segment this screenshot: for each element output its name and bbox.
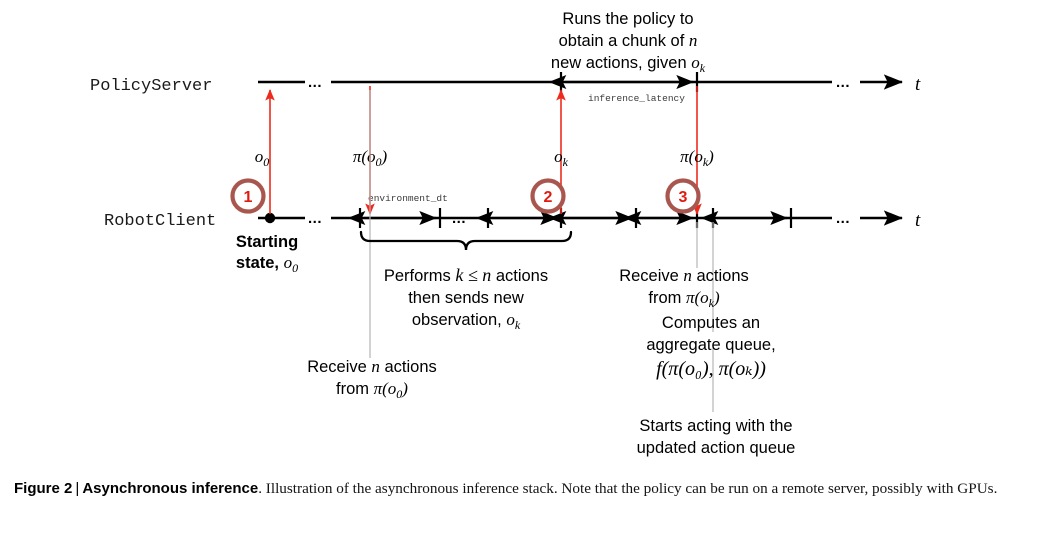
starting-state-dot xyxy=(264,212,276,224)
note-receive-pi-o0-line2: from π(o0) xyxy=(336,379,408,401)
top-annotation-line1: Runs the policy to xyxy=(562,10,693,28)
note-performs-actions: Performs k ≤ n actions then sends new ob… xyxy=(384,265,548,332)
robot-timeline-ellipsis-right: ... xyxy=(836,210,850,227)
robot-timeline-ellipsis-left: ... xyxy=(308,210,322,227)
step-badge-3-number: 3 xyxy=(679,189,688,206)
step-badge-2-number: 2 xyxy=(544,189,553,206)
note-receive-pi-o0-line1: Receive n actions xyxy=(307,357,437,376)
note-receive-pi-o0: Receive n actions from π(o0) xyxy=(307,357,437,401)
lane-label-policy-server: PolicyServer xyxy=(90,77,212,96)
note-receive-pi-ok-formula: f(π(o₀), π(oₖ)) xyxy=(656,358,766,380)
figure-caption: Figure 2|Asynchronous inference. Illustr… xyxy=(14,478,1028,501)
note-performs-actions-line3: observation, ok xyxy=(412,310,521,332)
top-annotation-line3-sub: k xyxy=(700,61,706,75)
environment-dt-ticks: ... xyxy=(347,208,793,228)
note-starting-state: Starting state, o0 xyxy=(236,233,298,275)
policy-server-timeline: ... ... t inference_latency xyxy=(258,72,921,104)
top-annotation-runs-policy: Runs the policy to obtain a chunk of n n… xyxy=(551,10,706,75)
async-inference-diagram: PolicyServer RobotClient ... ... t infer… xyxy=(90,10,921,457)
step-badge-3[interactable]: 3 xyxy=(665,178,701,214)
caption-body: . Illustration of the asynchronous infer… xyxy=(258,480,998,497)
note-starts-acting-line2: updated action queue xyxy=(637,439,796,457)
note-performs-actions-line1: Performs k ≤ n actions xyxy=(384,265,548,285)
message-arrow-o0: o0 xyxy=(255,89,275,214)
note-starts-acting: Starts acting with the updated action qu… xyxy=(637,417,796,457)
message-label-o0: o0 xyxy=(255,147,270,169)
guide-lines xyxy=(369,90,714,412)
top-annotation-line3-math: o xyxy=(691,53,700,72)
caption-separator: | xyxy=(75,480,80,497)
caption-title: Asynchronous inference xyxy=(82,480,259,497)
robot-axis-label-t: t xyxy=(915,210,921,231)
actions-chunk-brace xyxy=(359,230,573,251)
top-annotation-line2-math: n xyxy=(689,31,698,50)
top-annotation-line2: obtain a chunk of n xyxy=(559,31,698,50)
top-annotation-line3-pre: new actions, given xyxy=(551,54,691,72)
caption-figure-number: Figure 2 xyxy=(14,480,73,497)
code-label-inference-latency: inference_latency xyxy=(588,93,685,104)
note-starting-state-line1: Starting xyxy=(236,233,298,251)
code-label-environment-dt: environment_dt xyxy=(368,193,448,204)
note-receive-pi-ok-line4: aggregate queue, xyxy=(646,336,775,354)
note-performs-actions-line2: then sends new xyxy=(408,289,524,307)
policy-timeline-ellipsis-left: ... xyxy=(308,74,322,91)
lane-label-robot-client: RobotClient xyxy=(104,212,216,231)
message-label-pi-ok: π(ok) xyxy=(680,147,714,169)
note-starts-acting-line1: Starts acting with the xyxy=(639,417,792,435)
step-badge-2[interactable]: 2 xyxy=(530,178,566,214)
step-badge-1-number: 1 xyxy=(244,189,253,206)
top-annotation-line2-pre: obtain a chunk of xyxy=(559,32,689,50)
step-badge-1[interactable]: 1 xyxy=(230,178,266,214)
robot-chunk-ellipsis: ... xyxy=(452,210,466,227)
note-starting-state-line2: state, o0 xyxy=(236,253,298,275)
policy-axis-label-t: t xyxy=(915,74,921,95)
message-label-ok: ok xyxy=(554,147,569,169)
note-receive-pi-ok-line1: Receive n actions xyxy=(619,266,749,285)
top-annotation-line3: new actions, given ok xyxy=(551,53,706,75)
policy-timeline-ellipsis-right: ... xyxy=(836,74,850,91)
note-receive-pi-ok: Receive n actions from π(ok) Computes an… xyxy=(619,266,775,380)
robot-client-timeline: ... ... t ... environ xyxy=(258,193,921,231)
note-receive-pi-ok-line2: from π(ok) xyxy=(648,288,720,310)
note-receive-pi-ok-line3: Computes an xyxy=(662,314,760,332)
